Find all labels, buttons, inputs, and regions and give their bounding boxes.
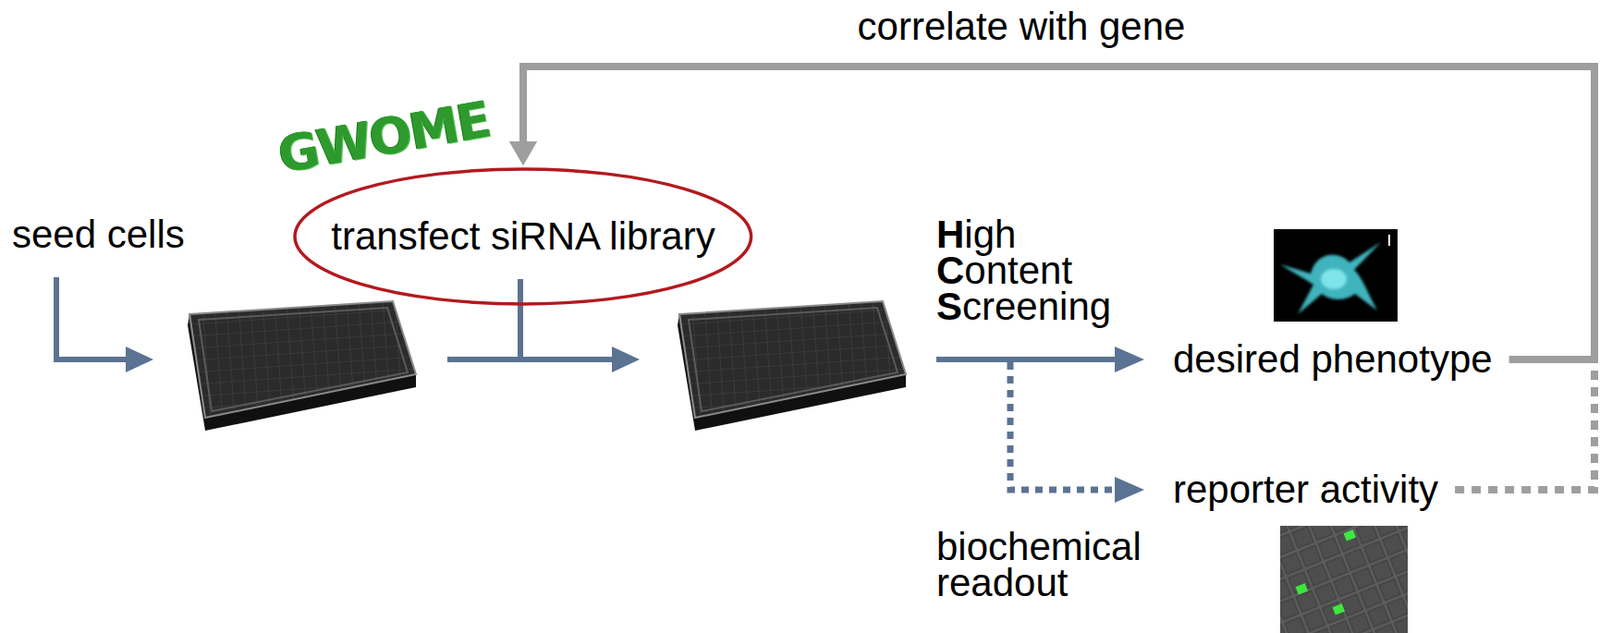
arrowhead (1114, 476, 1145, 503)
scale-bar (1388, 234, 1391, 246)
arrowhead (125, 346, 154, 373)
step-label: seed cells (12, 212, 185, 257)
dotted-feedback-arrow (523, 66, 1595, 490)
flow-arrows (56, 277, 1117, 490)
node-text: reporter activity (1172, 467, 1439, 513)
arrowhead (1114, 346, 1145, 373)
method-label: biochemical readout (936, 528, 1142, 601)
dotted-flow-line (1010, 362, 1117, 490)
flow-line (936, 356, 1117, 363)
reporter-image (1280, 525, 1408, 633)
node-text: transfect siRNA library (330, 214, 715, 259)
microplate (677, 301, 906, 431)
arrowheads (125, 346, 1145, 503)
edge-label: correlate with gene (854, 4, 1190, 49)
method-label: High Content Screening (936, 216, 1112, 325)
result-node: reporter activity (1171, 465, 1441, 514)
arrowhead (611, 346, 640, 373)
result-node: desired phenotype (1171, 335, 1495, 384)
cell-image (1273, 229, 1398, 322)
node-text: desired phenotype (1172, 337, 1493, 382)
process-ellipse: transfect siRNA library (293, 167, 754, 306)
well-grid (1280, 525, 1408, 633)
flow-line (56, 277, 128, 360)
flow-line (447, 356, 614, 363)
reporter-well (1331, 603, 1345, 615)
microplate (187, 301, 416, 431)
flow-line (517, 279, 524, 360)
cell-nucleus (1320, 268, 1347, 290)
reporter-well (1343, 529, 1356, 541)
reporter-well (1294, 583, 1308, 595)
feedback-arrow (523, 66, 1595, 360)
ellipse-outline (294, 169, 752, 305)
cell-shape (1280, 242, 1381, 315)
